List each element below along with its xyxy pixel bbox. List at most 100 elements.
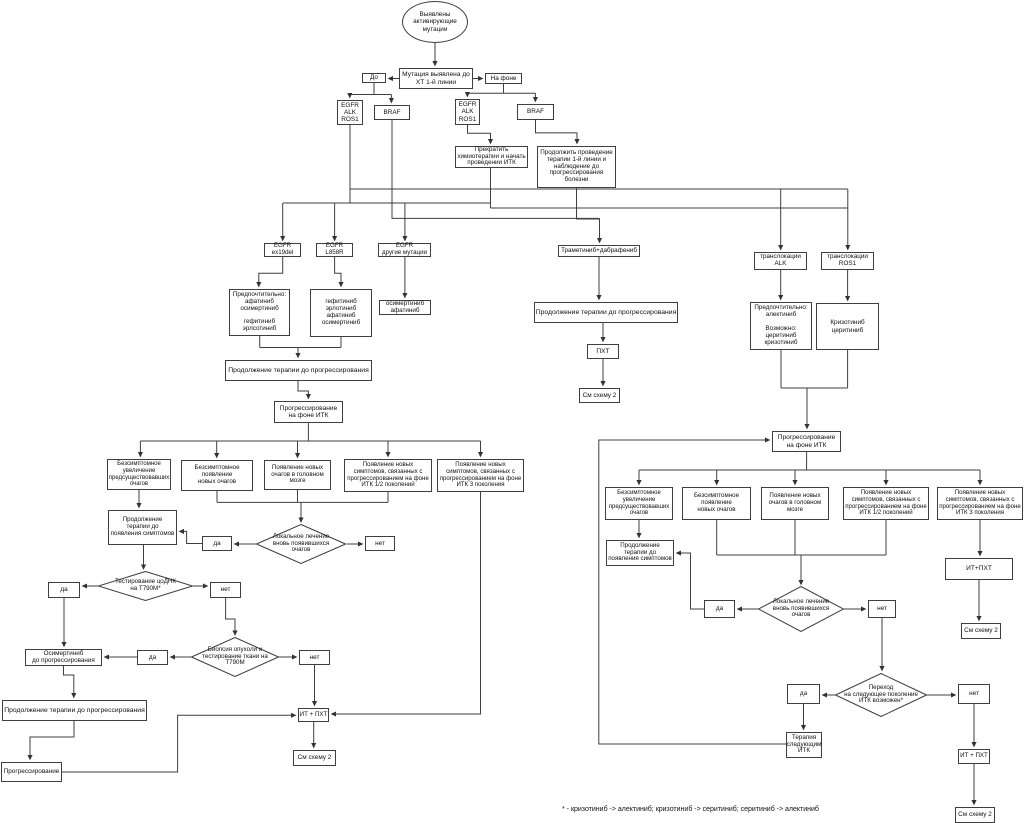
node-no-next: нет xyxy=(958,684,990,704)
node-continue-therapy-bottomleft-label: Продолжение терапии до прогрессирования xyxy=(4,706,145,714)
node-it-pht-left-label: ИТ + ПХТ xyxy=(299,710,328,718)
node-ros1-translocation: транслокации ROS1 xyxy=(821,252,874,270)
footnote: * - кризотиниб -> алектиниб; кризотиниб … xyxy=(562,806,819,813)
node-it-pht-bottomright-label: ИТ + ПХТ xyxy=(960,752,988,760)
node-progression-itk-left: Прогрессирование на фоне ИТК xyxy=(274,401,343,423)
node-no-local-right: нет xyxy=(868,600,896,618)
node-egfr-other-label: EGFR другие мутации xyxy=(381,242,428,256)
edge-continue-bl-to-progression xyxy=(27,721,75,761)
edge-continue-first-line-route xyxy=(576,188,600,220)
node-no-local-left-label: нет xyxy=(375,539,385,547)
node-egfr-l858r: EGFR L858R xyxy=(316,242,353,257)
node-progression-itk-right: Прогрессирование на фоне ИТК xyxy=(772,431,841,452)
node-biopsy: Биопсия опухоли и тестирование ткани на … xyxy=(191,637,279,677)
node-start-label: Выявлены активирующие мутации xyxy=(413,11,457,33)
node-see-scheme2-center-label: См схему 2 xyxy=(582,391,617,399)
node-mutation-found: Мутация выявлена до ХТ 1-й линии xyxy=(399,68,473,89)
node-no-ctdna: нет xyxy=(210,582,241,598)
node-egfr-alk-ros1-left: EGFR ALK ROS1 xyxy=(337,100,363,125)
node-braf-left: BRAF xyxy=(374,105,410,120)
node-asympt-new-left: Безсимптомное появление новых очагов xyxy=(181,460,253,491)
node-see-scheme2-bottomright-label: См схему 2 xyxy=(958,811,992,819)
node-osimertinib-progress-label: Осимертиниб до прогрессирования xyxy=(32,649,95,664)
edge-therapy-loop-to-progression xyxy=(598,437,786,745)
node-continue-until-symptoms-left: Продолжение терапии до появления симптом… xyxy=(108,510,177,545)
edge-yes-local-right-loop xyxy=(675,550,704,610)
node-egfr-l858r-label: EGFR L858R xyxy=(325,242,344,256)
edge-l858r-to-gefitinib xyxy=(334,257,344,288)
diamond-shape-local-treatment-left xyxy=(256,524,346,564)
node-asympt-new-right-label: Безсимптомное появление новых очагов xyxy=(693,492,740,513)
node-local-treatment-right: Локальное лечение вновь появившихся очаг… xyxy=(758,586,844,632)
edge-progression-loop-to-itpht xyxy=(62,712,297,773)
node-yes-next: да xyxy=(787,684,820,704)
node-brain-foci-right-label: Появление новых очагов в головном мозге xyxy=(768,492,822,513)
node-see-scheme2-right-top-label: См схему 2 xyxy=(964,627,998,635)
node-see-scheme2-left-label: См схему 2 xyxy=(297,754,332,762)
node-ros1-translocation-label: транслокации ROS1 xyxy=(827,253,868,267)
node-progression-bottomleft-label: Прогрессирование xyxy=(3,768,60,776)
node-brain-foci-left-label: Появление новых очагов в головном мозге xyxy=(271,463,324,485)
node-no-ctdna-label: нет xyxy=(220,586,231,594)
node-continue-therapy-bottomleft: Продолжение терапии до прогрессирования xyxy=(2,700,147,721)
node-no-biopsy: нет xyxy=(299,650,330,665)
node-pht-center-label: ПХТ xyxy=(596,347,610,355)
node-yes-biopsy-label: да xyxy=(148,653,157,661)
node-it-pht-right-top-label: ИТ+ПХТ xyxy=(966,565,992,573)
node-no-biopsy-label: нет xyxy=(309,653,320,661)
node-start: Выявлены активирующие мутации xyxy=(402,1,468,43)
node-symptoms-itk12-right-label: Появление новых симптомов, связанных с п… xyxy=(845,489,927,517)
node-egfr-other: EGFR другие мутации xyxy=(378,242,431,257)
node-see-scheme2-center: См схему 2 xyxy=(579,388,620,403)
node-braf-right: BRAF xyxy=(517,104,554,120)
node-on-background: На фоне xyxy=(485,73,522,84)
node-alk-translocation: транслокации ALK xyxy=(754,252,807,270)
node-it-pht-left: ИТ + ПХТ xyxy=(298,708,329,722)
diamond-shape-local-treatment-right xyxy=(758,586,844,632)
node-trametinib-dabrafenib-label: Траметиниб+дабрафениб xyxy=(561,246,637,254)
node-preferred-alk: Предпочтительно: алектиниб Возможно: цер… xyxy=(750,302,812,350)
node-preferred-alk-label: Предпочтительно: алектиниб Возможно: цер… xyxy=(754,304,808,346)
node-local-treatment-left: Локальное лечение вновь появившихся очаг… xyxy=(256,524,346,564)
node-yes-ctdna-label: да xyxy=(60,586,68,594)
node-see-scheme2-left: См схему 2 xyxy=(293,750,336,766)
node-braf-left-label: BRAF xyxy=(383,108,401,116)
node-symptoms-itk3-right: Появление новых симптомов, связанных с п… xyxy=(937,487,1023,520)
node-stop-chemo-label: Прекратить химиотерапии и начать проведе… xyxy=(457,145,526,167)
node-brain-foci-right: Появление новых очагов в головном мозге xyxy=(761,487,829,520)
node-see-scheme2-bottomright: См схему 2 xyxy=(955,807,995,823)
node-symptoms-itk12-left-label: Появление новых симптомов, связанных с п… xyxy=(347,461,429,489)
node-crizotinib-ceritinib: Кризотиниб церитиниб xyxy=(816,303,879,350)
node-egfr-ex19del-label: EGFR ex19del xyxy=(271,242,294,256)
node-yes-local-right-label: да xyxy=(715,605,724,613)
node-yes-next-label: да xyxy=(799,690,808,698)
diamond-shape-next-generation xyxy=(835,673,927,717)
node-biopsy-label: Биопсия опухоли и тестирование ткани на … xyxy=(202,645,268,667)
node-osimertinib-afatinib-label: осимертиниб афатиниб xyxy=(385,299,425,314)
node-yes-local-right: да xyxy=(704,600,735,618)
node-symptoms-itk12-left: Появление новых симптомов, связанных с п… xyxy=(344,459,432,492)
node-pht-center: ПХТ xyxy=(587,344,619,359)
node-local-treatment-left-label: Локальное лечение вновь появившихся очаг… xyxy=(272,532,330,554)
node-it-pht-bottomright: ИТ + ПХТ xyxy=(958,749,990,764)
node-ctdna-test: Тестирование цоДНК на Т790М* xyxy=(98,571,193,601)
node-egfr-alk-ros1-right-label: EGFR ALK ROS1 xyxy=(458,101,477,123)
node-alk-translocation-label: транслокации ALK xyxy=(760,253,801,267)
node-asympt-increase-right-label: Безсимптомное увеличение предсуществовав… xyxy=(608,490,670,517)
node-progression-itk-left-label: Прогрессирование на фоне ИТК xyxy=(279,404,338,419)
edge-braf-left-route xyxy=(391,120,600,219)
node-no-local-left: нет xyxy=(365,536,395,551)
node-symptoms-itk12-right: Появление новых симптомов, связанных с п… xyxy=(843,487,929,520)
diamond-shape-biopsy xyxy=(191,637,279,677)
node-continue-until-symptoms-right-label: Продолжение терапии до появления симптом… xyxy=(608,541,672,563)
node-egfr-alk-ros1-left-label: EGFR ALK ROS1 xyxy=(341,101,359,124)
node-osimertinib-progress: Осимертиниб до прогрессирования xyxy=(25,649,102,666)
node-symptoms-itk3-left: Появление новых симптомов, связанных с п… xyxy=(437,459,524,492)
node-ctdna-test-label: Тестирование цоДНК на Т790М* xyxy=(114,578,176,592)
node-before: До xyxy=(362,73,386,83)
edge-yes-local-left-loop xyxy=(178,528,202,544)
edge-braf-right-to-continue xyxy=(535,120,580,145)
node-gefitinib-group: гефитиниб эрлотиниб афатиниб осимертиниб xyxy=(310,289,372,337)
